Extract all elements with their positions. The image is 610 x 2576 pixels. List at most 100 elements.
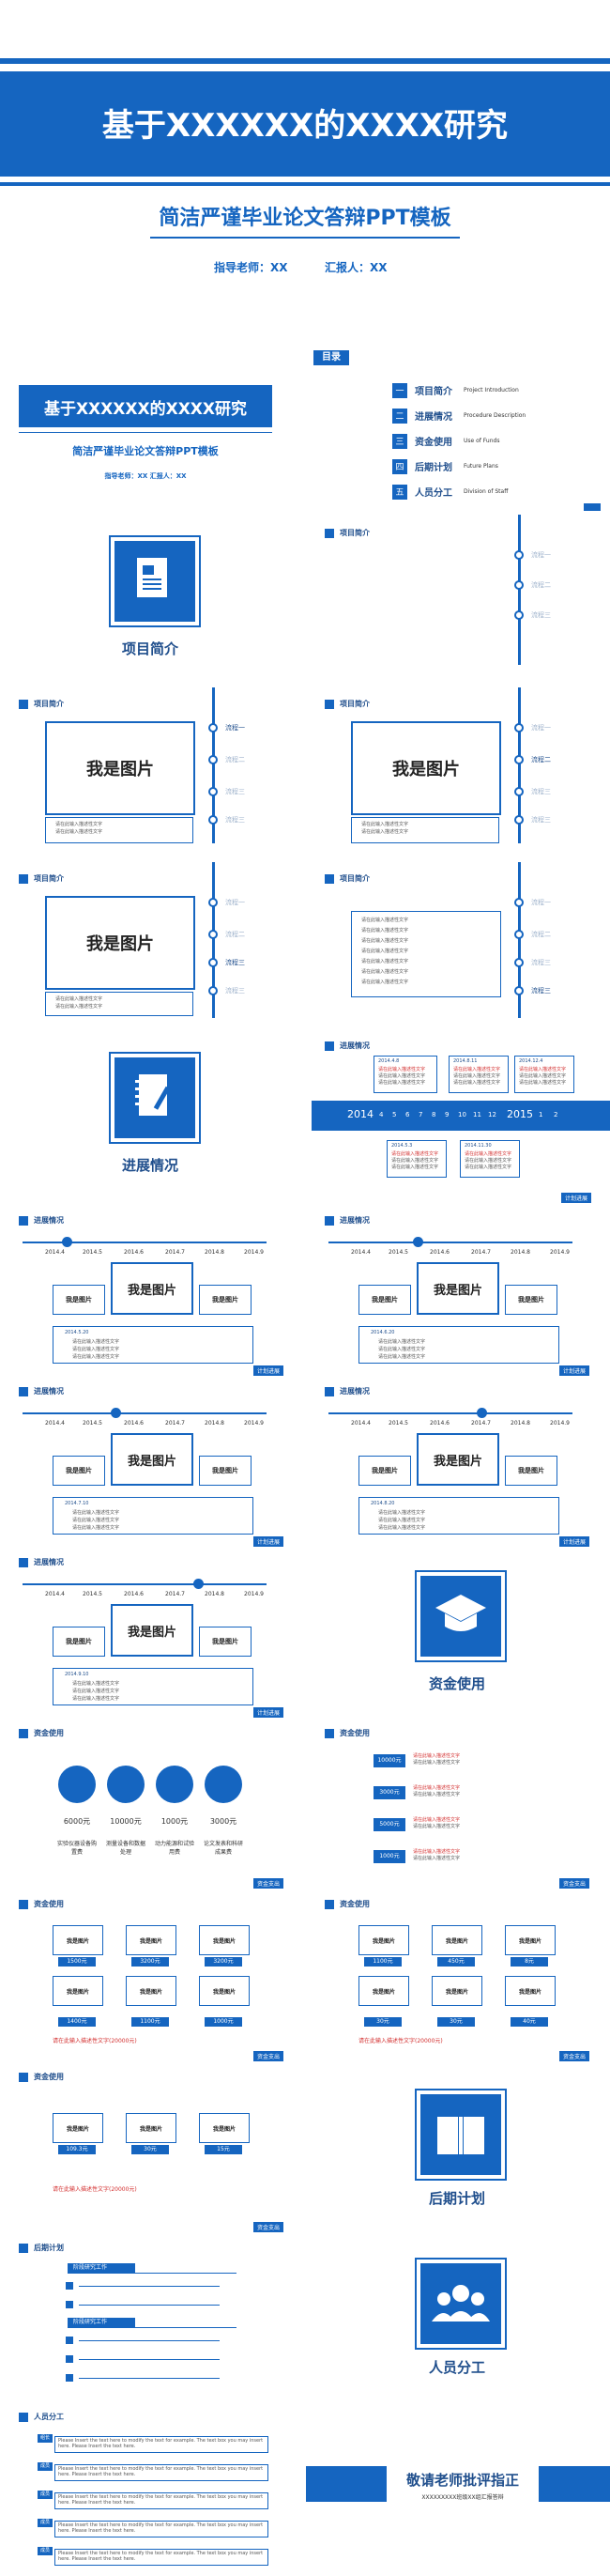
flow-vertical-line [518, 862, 521, 1018]
toc-en: Division of Staff [464, 488, 509, 495]
picture-placeholder: 我是图片 [358, 1285, 411, 1315]
section-icon [325, 1899, 334, 1909]
slide-corner-tag [584, 503, 601, 511]
placeholder-text: 请在此输入描述性文字 [413, 1785, 461, 1791]
plan-step-line [68, 2273, 236, 2274]
staff-desc: Please Insert the text here to modify th… [58, 2466, 264, 2477]
picture-placeholder: 我是图片 [505, 1456, 557, 1486]
plan-tag: 计划进展 [253, 1536, 284, 1547]
slide-header-label: 资金使用 [340, 1900, 370, 1908]
picture-placeholder: 我是图片 [111, 1604, 193, 1657]
timeline-line [328, 1242, 572, 1243]
radiation-icon [156, 1766, 193, 1803]
picture-placeholder: 我是图片 [111, 1433, 193, 1486]
picture-placeholder: 我是图片 [45, 721, 195, 815]
timeline-label: 2014.7 [471, 1249, 491, 1256]
timeline-label: 2014.8 [511, 1420, 530, 1427]
timeline-label: 2014.6 [124, 1249, 144, 1256]
cover-reporter: 汇报人：XX [325, 261, 388, 274]
staff-role-tag: 组长 [38, 2434, 53, 2443]
section-icon [19, 1557, 28, 1567]
cover-top-bar [0, 58, 610, 64]
toc-item[interactable]: 五 人员分工 Division of Staff [392, 479, 589, 504]
slide-header-label: 进展情况 [340, 1041, 370, 1050]
timeline-label: 2014.9 [244, 1420, 264, 1427]
fund-desc: 测量设备和数据处理 [105, 1841, 145, 1856]
toc-item[interactable]: 一 项目简介 Project Introduction [392, 378, 589, 403]
timeline-date: 2014.5.20 [65, 1330, 89, 1335]
timeline-month: 12 [488, 1111, 496, 1118]
fund-bar-text: 请在此输入描述性文字 请在此输入描述性文字 [413, 1752, 516, 1766]
flow-dot [514, 755, 524, 764]
placeholder-text: 请在此输入描述性文字 [72, 1681, 120, 1687]
timeline-label: 2014.9 [244, 1591, 264, 1597]
fund-value-tag: 40元 [511, 2017, 548, 2027]
plan-bullet [66, 2282, 73, 2290]
toc-cn: 资金使用 [415, 438, 452, 448]
plan-tag: 计划进展 [253, 1365, 284, 1376]
funds-tag: 资金支出 [253, 1878, 284, 1889]
picture-placeholder: 我是图片 [199, 2113, 250, 2143]
flow-item: 流程三 [225, 788, 245, 795]
toc-item[interactable]: 三 资金使用 Use of Funds [392, 428, 589, 454]
picture-placeholder: 我是图片 [432, 1925, 482, 1955]
slide-header-progress: 进展情况 [325, 1386, 370, 1396]
timeline-month: 7 [419, 1111, 423, 1118]
funds-tag: 资金支出 [559, 1878, 590, 1889]
timeline-label: 2014.8 [205, 1591, 224, 1597]
cover-subtitle-underline [150, 237, 460, 239]
timeline-note: 2014.12.4 请在此输入描述性文字 请在此输入描述性文字 请在此输入描述性… [514, 1056, 574, 1093]
picture-placeholder: 我是图片 [53, 1976, 103, 2006]
slide-header-label: 项目简介 [34, 874, 64, 883]
plan-step: 阶段研究工作 [68, 2318, 135, 2327]
picture-placeholder: 我是图片 [126, 1925, 176, 1955]
timeline-year: 2015 [507, 1108, 533, 1120]
fund-desc: 动力能源和试验用费 [154, 1841, 194, 1856]
timeline-date: 2014.4.8 [378, 1058, 400, 1064]
timeline-label: 2014.8 [511, 1249, 530, 1256]
book-icon [415, 2089, 507, 2181]
placeholder-text: 请在此输入描述性文字 [378, 1354, 426, 1360]
description-box: 2014.9.10 请在此输入描述性文字 请在此输入描述性文字 请在此输入描述性… [53, 1668, 253, 1705]
flow-dot [208, 986, 218, 995]
placeholder-text: 请在此输入描述性文字 [413, 1753, 461, 1759]
plan-bullet [66, 2337, 73, 2344]
flow-dot [208, 723, 218, 733]
plan-bullet [66, 2301, 73, 2308]
section-icon [325, 1728, 334, 1738]
flow-dot [514, 930, 524, 939]
flow-dot [514, 787, 524, 796]
toc-en: Procedure Description [464, 412, 526, 419]
flow-dot [514, 958, 524, 967]
fund-amount: 3000元 [209, 1817, 237, 1826]
timeline-marker [62, 1237, 72, 1247]
flow-item: 流程三 [225, 816, 245, 824]
picture-placeholder: 我是图片 [126, 1976, 176, 2006]
timeline-month: 10 [458, 1111, 466, 1118]
flow-dot [514, 986, 524, 995]
section-icon [19, 1728, 28, 1738]
fund-desc: 论文发表和科研成果费 [203, 1841, 243, 1856]
section-icon [19, 1899, 28, 1909]
picture-placeholder: 我是图片 [199, 1285, 252, 1315]
picture-placeholder: 我是图片 [199, 1627, 252, 1657]
flow-item: 流程一 [225, 724, 245, 732]
toc-badge: 目录 [313, 350, 349, 365]
slide-header-label: 项目简介 [34, 700, 64, 708]
flow-dot [514, 610, 524, 620]
plan-line [79, 2305, 220, 2306]
timeline-label: 2014.8 [205, 1420, 224, 1427]
flow-item: 流程二 [531, 756, 551, 764]
toc-item[interactable]: 二 进展情况 Procedure Description [392, 403, 589, 428]
toc-item[interactable]: 四 后期计划 Future Plans [392, 454, 589, 479]
timeline-line [23, 1412, 267, 1414]
slide-header-label: 资金使用 [34, 1900, 64, 1908]
slide-header-label: 进展情况 [340, 1387, 370, 1396]
slide-header-label: 资金使用 [340, 1729, 370, 1737]
ending-right-bar [539, 2466, 610, 2502]
timeline-note: 2014.11.30 请在此输入描述性文字 请在此输入描述性文字 请在此输入描述… [460, 1140, 520, 1178]
slide-header-progress: 进展情况 [325, 1041, 370, 1051]
flow-item: 流程一 [531, 899, 551, 906]
placeholder-text: 请在此输入描述性文字 [378, 1067, 426, 1072]
toc-num: 一 [392, 382, 407, 398]
